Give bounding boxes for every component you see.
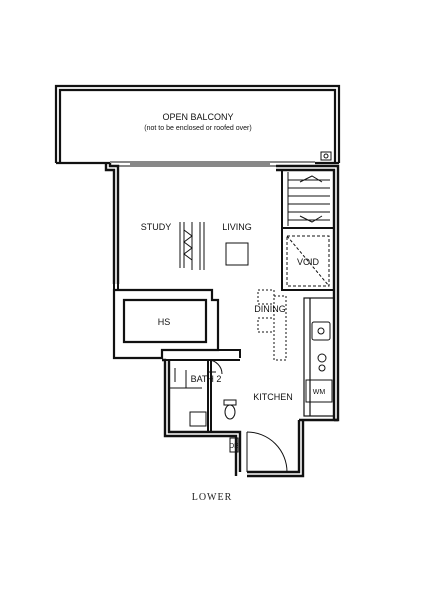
kitchen-label: KITCHEN	[253, 392, 293, 402]
dining-table	[257, 289, 287, 361]
coffee-table	[225, 242, 249, 266]
wm-label: WM	[313, 389, 326, 396]
void-label: VOID	[297, 257, 320, 267]
staircase	[287, 172, 330, 226]
study-label: STUDY	[141, 222, 172, 232]
apartment-walls	[104, 163, 340, 478]
washing-machine	[305, 379, 333, 403]
balcony-walls	[54, 84, 341, 165]
hs-label: HS	[158, 317, 171, 327]
toilet-icon	[223, 399, 237, 420]
bath2-label: BATH 2	[191, 374, 222, 384]
study-partition	[179, 222, 205, 270]
basin-icon	[189, 411, 207, 427]
bath-door	[207, 359, 223, 375]
db-box	[229, 437, 239, 453]
dining-label: DINING	[254, 304, 286, 314]
living-label: LIVING	[222, 222, 252, 232]
void-area	[286, 235, 330, 287]
balcony-title: OPEN BALCONY	[162, 112, 233, 122]
hob-icon	[317, 353, 327, 372]
sink-icon	[311, 321, 331, 341]
balcony-drain-icon	[320, 151, 332, 161]
balcony-note: (not to be enclosed or roofed over)	[144, 125, 251, 132]
kitchen-counter	[303, 297, 335, 417]
entrance-door	[246, 431, 288, 473]
db-label: DB	[229, 443, 239, 450]
shower-icon	[170, 368, 202, 389]
floor-caption: LOWER	[191, 492, 233, 503]
